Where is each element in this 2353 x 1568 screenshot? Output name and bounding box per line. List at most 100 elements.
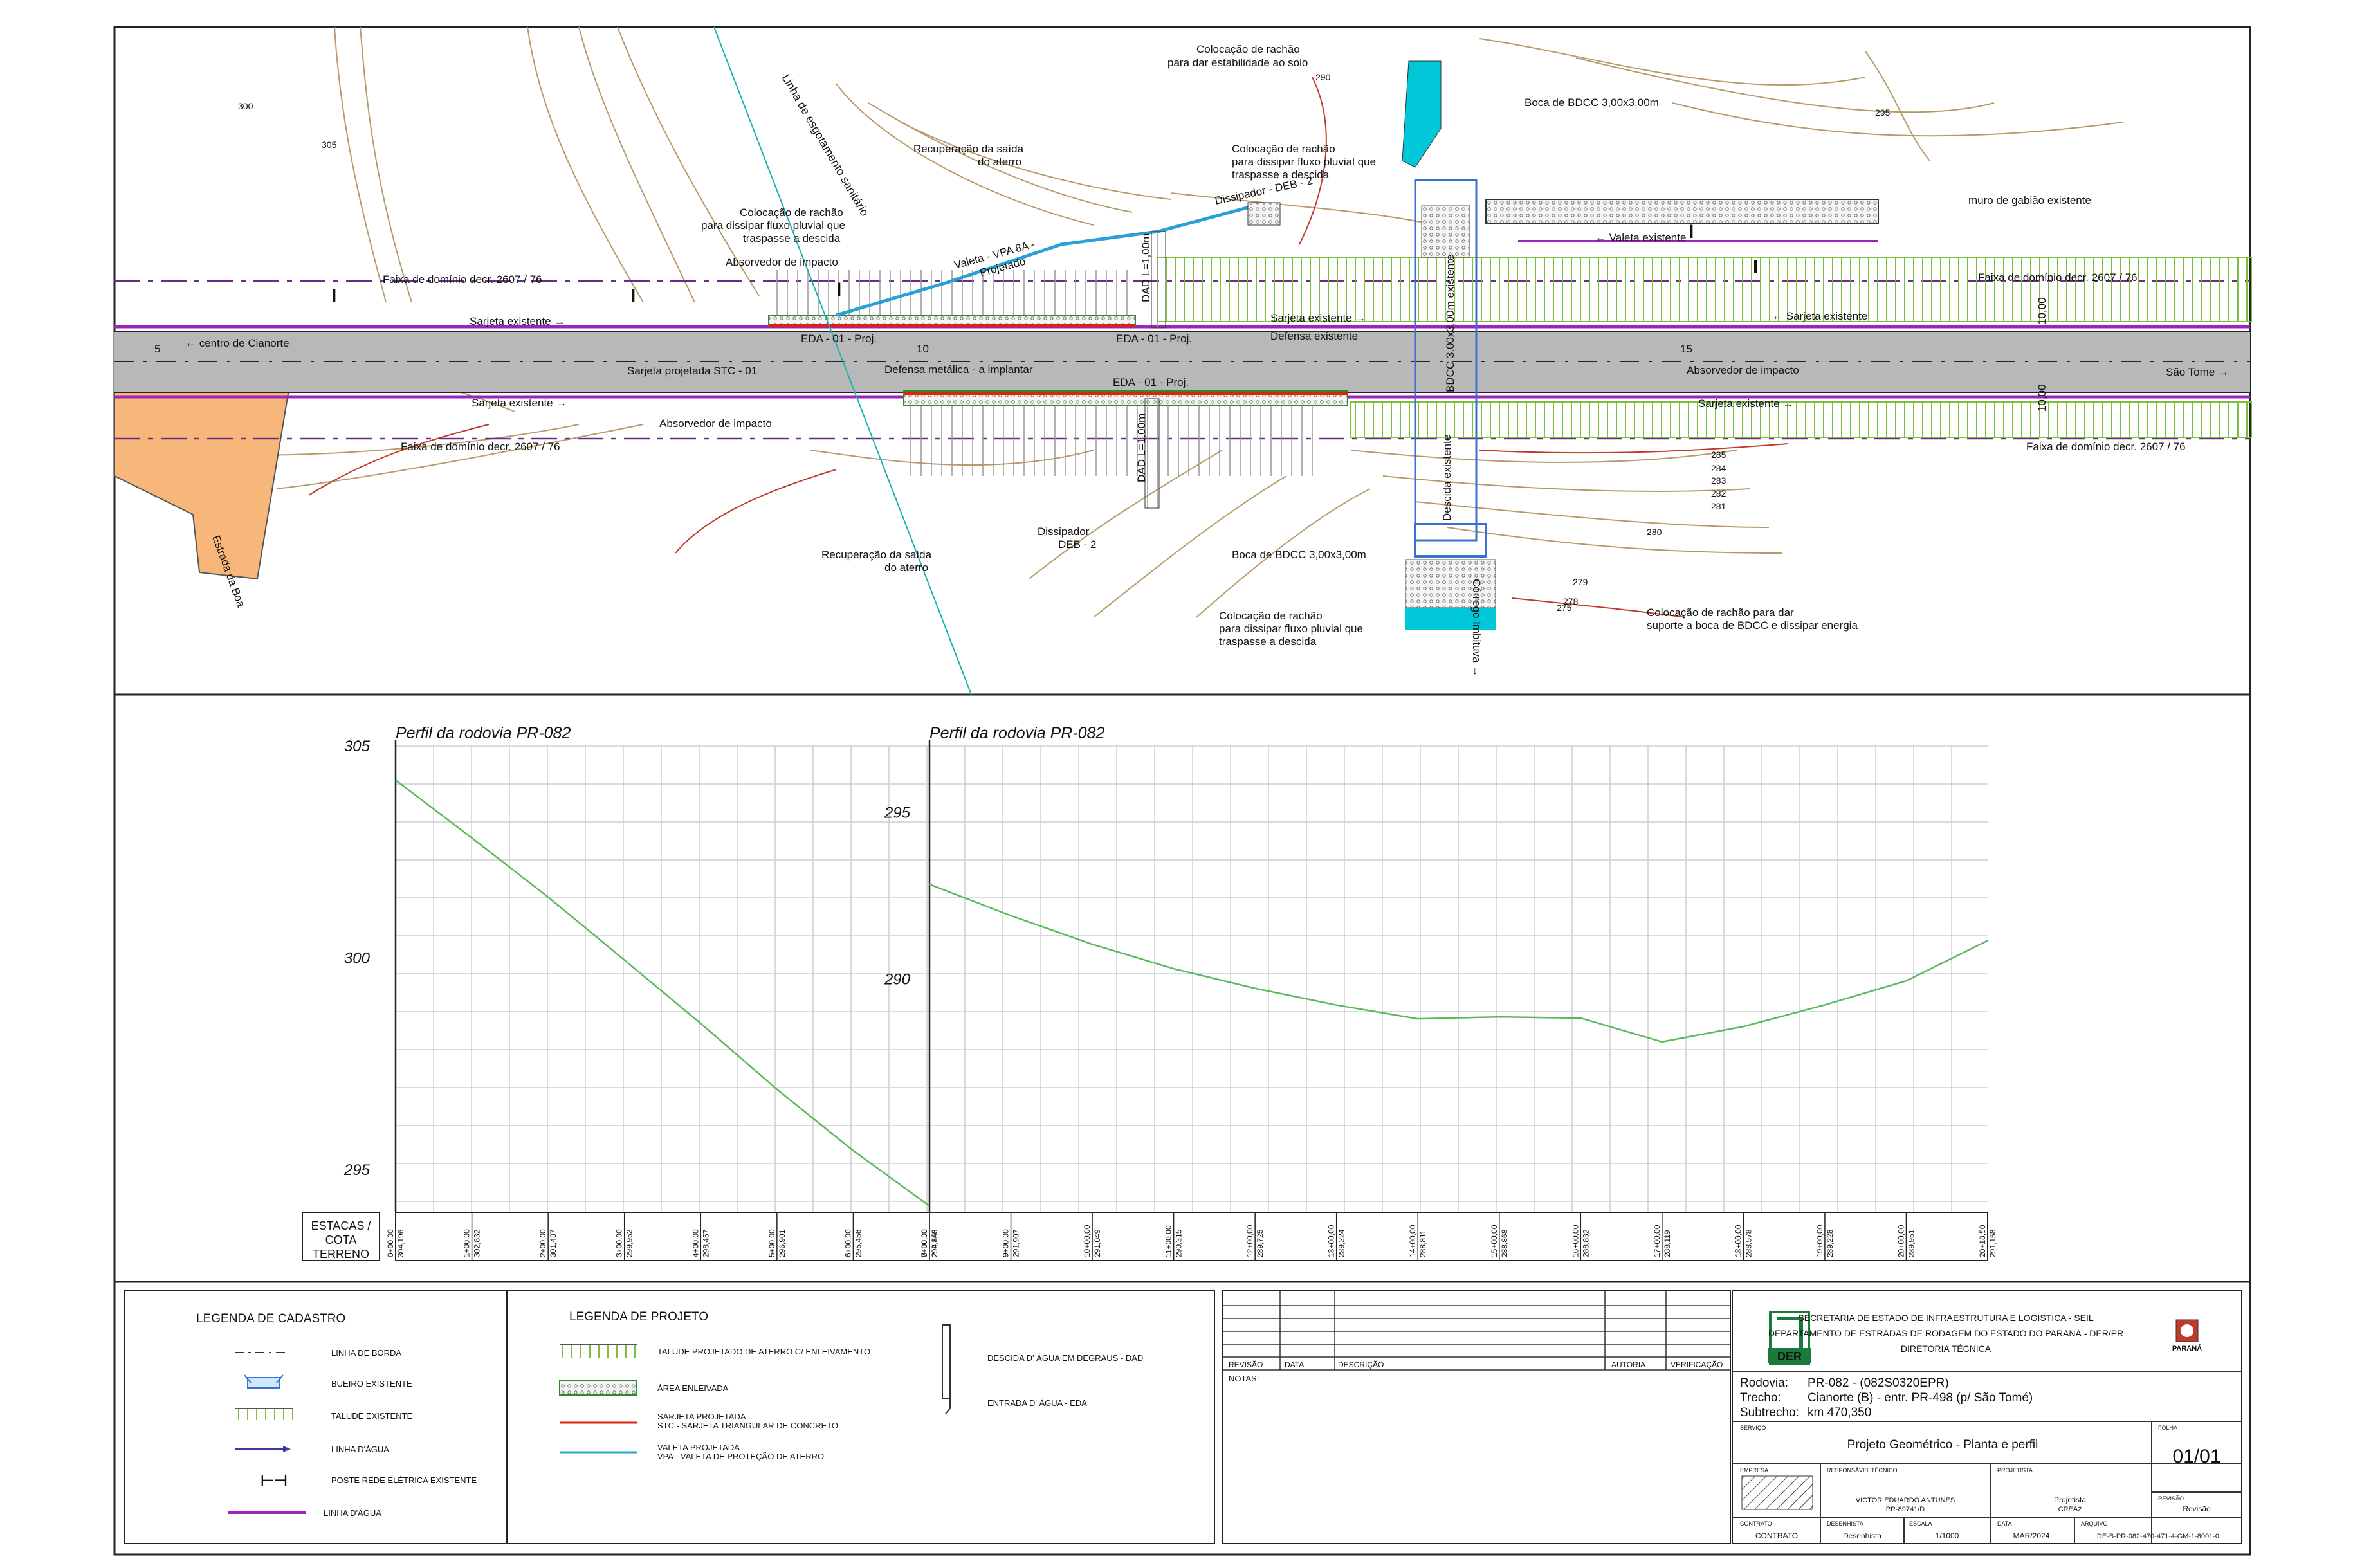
svg-text:I: I xyxy=(836,279,841,300)
responsavel-label: RESPONSÁVEL TÉCNICO xyxy=(1827,1467,1898,1473)
cota-label: 291,049 xyxy=(1093,1229,1102,1257)
contour-label: 279 xyxy=(1573,577,1588,587)
subtrecho-value: km 470,350 xyxy=(1808,1406,1871,1419)
contour-label: 278 xyxy=(1563,596,1579,606)
contour-label: 285 xyxy=(1711,450,1726,460)
profile-section: Perfil da rodovia PR-082 Perfil da rodov… xyxy=(302,724,1997,1261)
projetista-crea: CREA2 xyxy=(2058,1506,2082,1513)
sarjeta-projetada: Sarjeta projetada STC - 01 xyxy=(627,365,757,377)
station-label: 5+00,00 xyxy=(767,1229,776,1257)
sarjeta-bottom-right: Sarjeta existente → xyxy=(1698,397,1793,410)
linha-esgotamento-label: Linha de esgotamento sanitário xyxy=(780,72,872,219)
absorvedor-top-label: Absorvedor de impacto xyxy=(726,256,838,268)
eda-bottom: EDA - 01 - Proj. xyxy=(1113,376,1189,388)
sarjeta-top-mid: Sarjeta existente → xyxy=(1270,312,1366,324)
rachao-bottom-3: traspasse a descida xyxy=(1219,635,1317,648)
legend-item-vpa: VPA - VALETA DE PROTEÇÃO DE ATERRO xyxy=(657,1452,824,1461)
escala-value: 1/1000 xyxy=(1936,1531,1959,1540)
defensa-metalica: Defensa metálica - a implantar xyxy=(884,363,1033,376)
boca-bdcc-top-stones xyxy=(1421,205,1470,258)
crea-value: PR-89741/D xyxy=(1886,1506,1925,1513)
talude-existente-symbol xyxy=(235,1408,293,1420)
rachao-left-1: Colocação de rachão xyxy=(740,206,843,219)
cota-label: 288,578 xyxy=(1744,1229,1753,1257)
rachao-dissipar-top-1: Colocação de rachão xyxy=(1232,143,1335,155)
rev-header-autoria: AUTORIA xyxy=(1611,1360,1645,1369)
svg-text:I: I xyxy=(1753,257,1758,278)
rachao-dissipar-top-2: para dissipar fluxo pluvial que xyxy=(1232,156,1376,168)
cota-label: 289,951 xyxy=(1907,1229,1916,1257)
legend-projeto-title: LEGENDA DE PROJETO xyxy=(569,1310,708,1324)
station-label: 1+00,00 xyxy=(462,1229,472,1257)
cota-label: 289,224 xyxy=(1337,1229,1346,1257)
talude-right-bottom xyxy=(1350,401,2252,438)
trecho-label: Trecho: xyxy=(1740,1391,1781,1405)
cota-label: 290,315 xyxy=(1175,1229,1184,1257)
boca-bdcc-bottom-label: Boca de BDCC 3,00x3,00m xyxy=(1232,549,1366,561)
rachao-left-2: para dissipar fluxo pluvial que xyxy=(701,219,845,232)
legend-item-bueiro: BUEIRO EXISTENTE xyxy=(331,1379,412,1389)
legend-item-area-enleivada: ÁREA ENLEIVADA xyxy=(657,1383,729,1393)
talude-left-top xyxy=(772,270,1132,320)
responsavel-value: VICTOR EDUARDO ANTUNES xyxy=(1856,1497,1955,1504)
cota-label: 292,848 xyxy=(930,1229,939,1257)
org-line-2: DEPARTAMENTO DE ESTRADAS DE RODAGEM DO E… xyxy=(1768,1328,2123,1338)
rachao-suporte-1: Colocação de rachão para dar xyxy=(1647,606,1794,619)
sarjeta-top-left: Sarjeta existente → xyxy=(470,315,565,327)
faixa-bottom-left: Faixa de domínio decr. 2607 / 76 xyxy=(401,441,560,453)
station-label: 6+00,00 xyxy=(843,1229,852,1257)
revision-table: REVISÃO DATA DESCRIÇÃO AUTORIA VERIFICAÇ… xyxy=(1222,1290,1731,1544)
projetista-value: Projetista xyxy=(2054,1495,2086,1504)
poste-icons: I I I I I xyxy=(331,221,1758,307)
contour-label: 280 xyxy=(1647,527,1662,537)
cota-label: 298,457 xyxy=(701,1229,710,1257)
legend-cadastro: LEGENDA DE CADASTRO LINHA DE BORDA BUEIR… xyxy=(124,1290,508,1544)
legend-item-poste: POSTE REDE ELÉTRICA EXISTENTE xyxy=(331,1475,477,1485)
trecho-value: Cianorte (B) - entr. PR-498 (p/ São Tomé… xyxy=(1808,1391,2033,1405)
talude-projetado-symbol xyxy=(560,1344,637,1358)
station-label: 9+00,00 xyxy=(1002,1229,1011,1257)
plan-view: I I I I I Linha de esgotamento sanitário… xyxy=(114,26,2252,695)
empresa-label: EMPRESA xyxy=(1740,1467,1768,1473)
cota-label: 299,952 xyxy=(625,1229,634,1257)
data-label: DATA xyxy=(1997,1520,2012,1527)
linha-esgotamento xyxy=(713,26,972,695)
rachao-bottom-2: para dissipar fluxo pluvial que xyxy=(1219,623,1363,635)
contour-label: 275 xyxy=(1557,603,1572,613)
valeta-vpa xyxy=(836,204,1255,317)
desenhista-value: Desenhista xyxy=(1843,1531,1881,1540)
station-label: 0+00,00 xyxy=(386,1229,395,1257)
y-tick-label: 295 xyxy=(884,805,911,822)
station-label: 12+00,00 xyxy=(1245,1225,1254,1257)
station-label: 20+00,00 xyxy=(1896,1225,1905,1257)
empresa-logo-placeholder xyxy=(1741,1475,1813,1510)
dim-bottom: 10,00 xyxy=(2036,384,2048,412)
contour-label: 290 xyxy=(1315,72,1331,82)
dad-bottom xyxy=(1144,398,1160,509)
dad-bottom-label: DAD L=1,00m xyxy=(1135,414,1148,482)
sarjeta-top-right: ← Sarjeta existente xyxy=(1772,310,1867,322)
recuperacao-top-1: Recuperação da saída xyxy=(913,143,1024,155)
contour-label: 295 xyxy=(1875,107,1891,118)
rachao-estab-1: Colocação de rachão xyxy=(1196,43,1300,55)
rachao-dissipar-top-3: traspasse a descida xyxy=(1232,169,1330,181)
rev-header-verificacao: VERIFICAÇÃO xyxy=(1671,1360,1723,1369)
cota-label: 302,832 xyxy=(473,1229,482,1257)
profile-left-title: Perfil da rodovia PR-082 xyxy=(396,724,571,742)
recuperacao-bottom-2: do aterro xyxy=(884,561,928,574)
rachao-bottom-1: Colocação de rachão xyxy=(1219,610,1323,622)
rodovia-value: PR-082 - (082S0320EPR) xyxy=(1808,1376,1949,1390)
eda-top-mid: EDA - 01 - Proj. xyxy=(1116,333,1192,345)
station-label: 7+00,00 xyxy=(920,1229,929,1257)
row-label-1: ESTACAS / xyxy=(311,1219,371,1232)
revisao-label: REVISÃO xyxy=(2158,1495,2184,1502)
water-top xyxy=(1402,60,1442,168)
boca-bdcc-bottom xyxy=(1414,523,1487,558)
station-label: 13+00,00 xyxy=(1327,1225,1336,1257)
y-tick-label: 300 xyxy=(344,950,371,967)
bdcc-existente-label: BDCC 3,00x3,00m existente xyxy=(1444,255,1456,393)
profile-right-title: Perfil da rodovia PR-082 xyxy=(929,724,1104,742)
contrato-value: CONTRATO xyxy=(1755,1531,1798,1540)
legend-item-valeta: VALETA PROJETADA xyxy=(657,1443,740,1452)
